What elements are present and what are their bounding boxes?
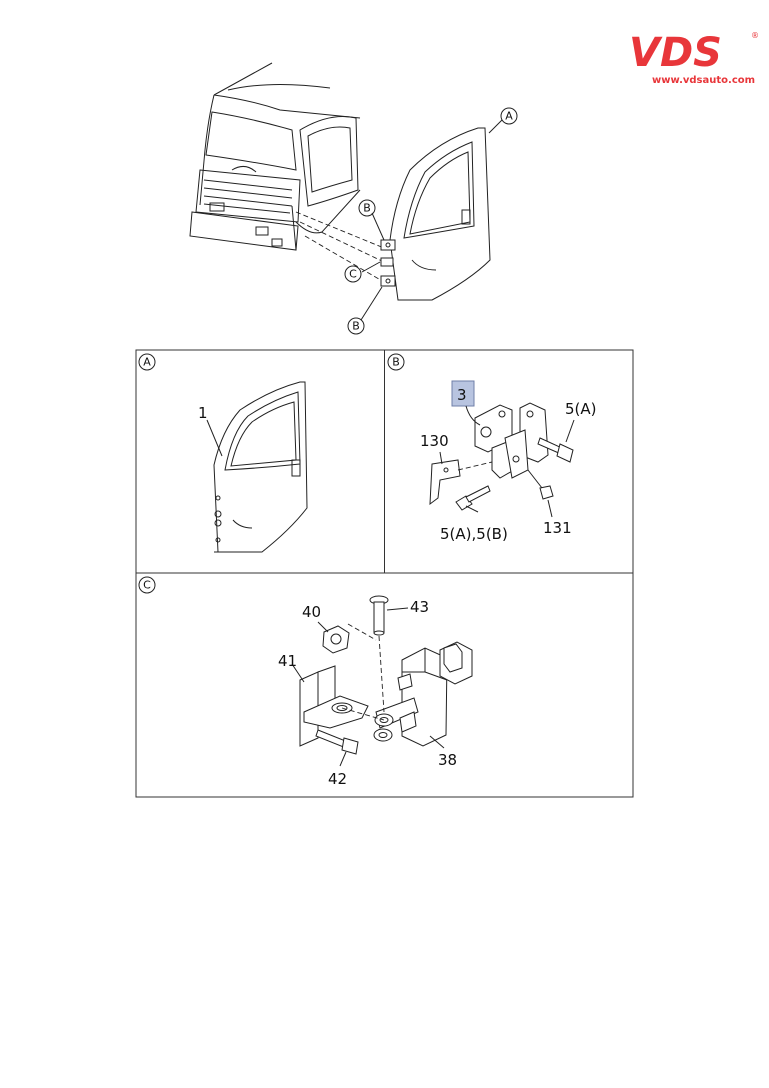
door-overview <box>360 119 503 321</box>
callout-b-lower-label: B <box>352 320 360 333</box>
label-3: 3 <box>457 386 467 404</box>
label-43: 43 <box>410 598 429 616</box>
bolt-5a <box>537 437 574 463</box>
label-38: 38 <box>438 751 457 769</box>
label-130: 130 <box>420 432 449 450</box>
door-check-38 <box>373 641 473 747</box>
truck-cab-overview <box>189 62 385 283</box>
label-41: 41 <box>278 652 297 670</box>
upper-hinge <box>474 402 549 479</box>
panel-b-marker: B <box>392 356 400 369</box>
label-5a: 5(A) <box>565 400 597 418</box>
vds-logo: VDS ® www.vdsauto.com <box>629 30 759 86</box>
label-40: 40 <box>302 603 321 621</box>
label-42: 42 <box>328 770 347 788</box>
leader-1 <box>206 419 223 457</box>
screw-131 <box>527 469 554 500</box>
door-assembly <box>213 381 308 553</box>
panel-c-marker: C <box>143 579 151 592</box>
bolt-5a-5b <box>455 485 491 511</box>
label-131: 131 <box>543 519 572 537</box>
label-5a-5b: 5(A),5(B) <box>440 525 508 543</box>
screw-42 <box>315 729 359 755</box>
label-1: 1 <box>198 404 208 422</box>
pin-43 <box>369 595 389 636</box>
panel-frames <box>135 349 634 798</box>
nut-40 <box>322 625 350 654</box>
callout-c: C <box>344 265 362 283</box>
callout-a-overview: A <box>500 107 518 125</box>
panel-a: A 1 <box>138 353 308 553</box>
part-3-highlight[interactable] <box>451 380 475 407</box>
logo-url: www.vdsauto.com <box>652 75 755 86</box>
callout-a-label: A <box>505 110 513 123</box>
logo-brand: VDS <box>629 30 722 76</box>
callout-b-upper: B <box>358 199 376 217</box>
plate-130 <box>429 459 461 506</box>
panel-b: B 3 <box>387 353 597 543</box>
callout-b-lower: B <box>347 317 365 335</box>
bracket-41 <box>299 665 369 747</box>
panel-a-marker: A <box>143 356 151 369</box>
logo-registered: ® <box>751 31 759 40</box>
callout-b-upper-label: B <box>363 202 371 215</box>
panel-c: C <box>138 576 473 788</box>
callout-c-label: C <box>349 268 357 281</box>
